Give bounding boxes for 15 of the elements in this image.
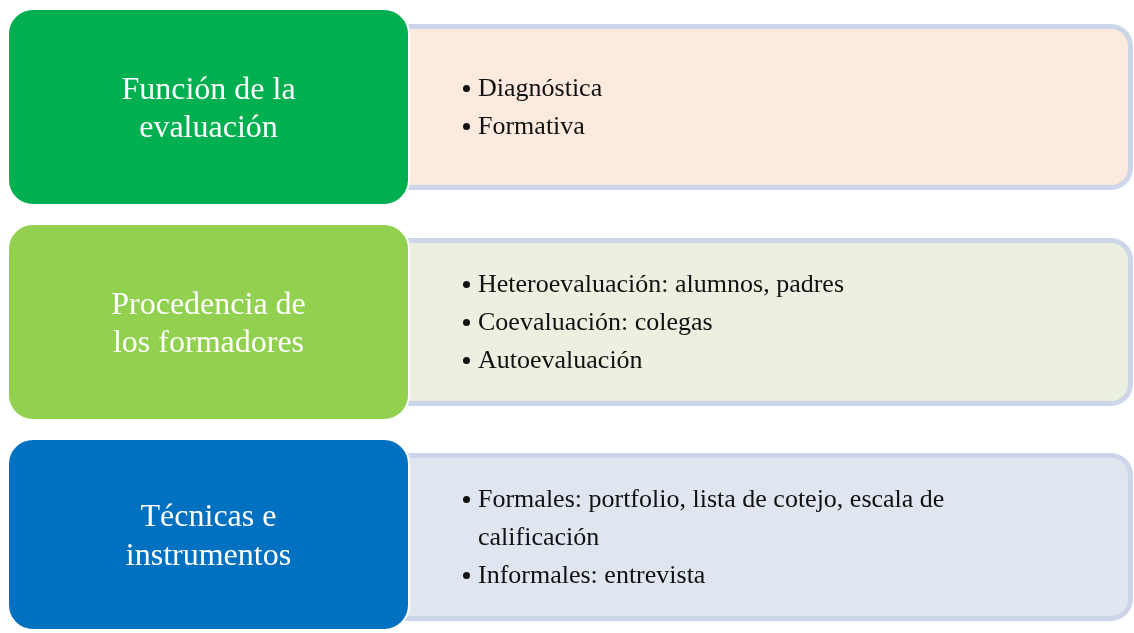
list-item: Diagnóstica <box>478 72 603 105</box>
list-item: Coevaluación: colegas <box>478 306 713 339</box>
category-title: Procedencia de los formadores <box>110 283 307 361</box>
category-box <box>7 438 410 631</box>
list-item: Formales: portfolio, lista de cotejo, escala de calificación <box>478 483 946 554</box>
list-item: Heteroevaluación: alumnos, padres <box>478 268 845 301</box>
list-item: Autoevaluación <box>478 343 643 376</box>
category-title: Técnicas e instrumentos <box>124 496 293 573</box>
content-panel <box>405 453 1133 621</box>
list-item: Informales: entrevista <box>478 558 706 591</box>
list-item: Formativa <box>478 110 585 142</box>
category-box <box>7 8 410 206</box>
content-panel <box>405 238 1133 406</box>
category-box <box>7 223 410 421</box>
category-title: Función de la evaluación <box>120 68 297 146</box>
